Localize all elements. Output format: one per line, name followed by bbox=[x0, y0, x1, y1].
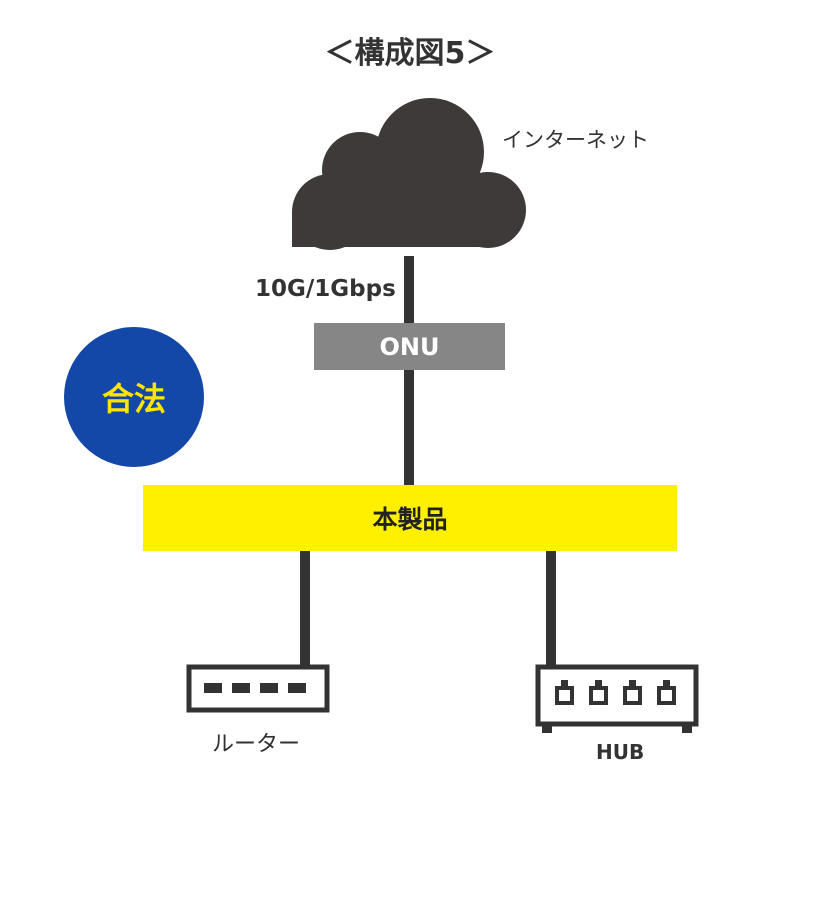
line-product-router bbox=[300, 551, 310, 669]
line-onu-product bbox=[404, 370, 414, 486]
onu-node: ONU bbox=[314, 323, 505, 370]
hub-icon bbox=[535, 664, 699, 733]
line-internet-onu bbox=[404, 256, 414, 324]
internet-label: インターネット bbox=[502, 128, 649, 152]
badge-label: 合法 bbox=[101, 380, 166, 418]
onu-label: ONU bbox=[379, 332, 440, 361]
router-icon bbox=[186, 664, 330, 713]
diagram-title: ＜構成図5＞ bbox=[324, 36, 496, 71]
line-product-hub bbox=[546, 551, 556, 667]
link-speed-label: 10G/1Gbps bbox=[255, 276, 396, 302]
product-node: 本製品 bbox=[143, 485, 677, 551]
hub-label: HUB bbox=[596, 740, 645, 764]
product-label: 本製品 bbox=[372, 505, 448, 534]
legal-badge: 合法 bbox=[64, 327, 204, 467]
cloud-icon bbox=[292, 98, 526, 250]
router-label: ルーター bbox=[212, 732, 301, 757]
